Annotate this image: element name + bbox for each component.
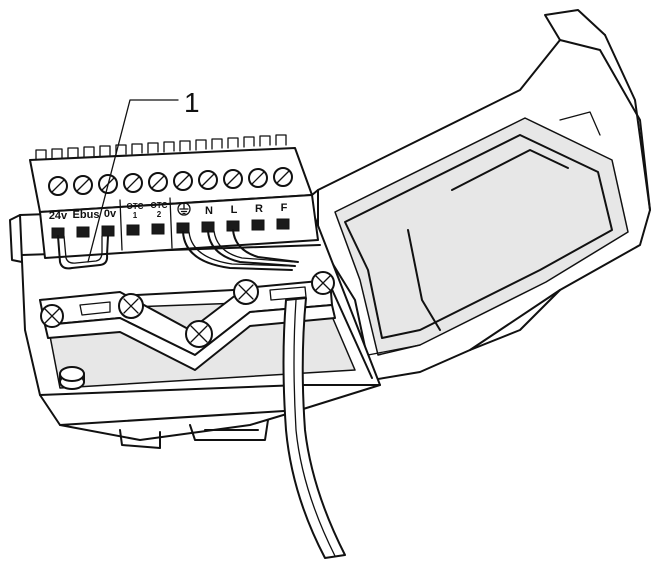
callout-number: 1 [184,87,200,118]
callout-1: 1 [87,87,200,263]
terminal-label-24v: 24v [49,210,68,222]
cable-clamp [39,271,336,371]
clamp-screws [40,271,335,348]
terminal-block: 24v Ebus 0v OTC 1 OTC 2 N L R F [29,134,319,259]
terminal-label-n: N [205,205,213,217]
terminal-label-otc1-top: OTC [127,202,144,211]
terminal-label-ebus: Ebus [73,209,100,221]
wires [57,229,299,271]
terminal-label-r: R [255,203,263,215]
earth-ground-icon [177,202,191,216]
terminal-labels: 24v Ebus 0v OTC 1 OTC 2 N L R F [49,201,288,222]
terminal-label-otc2-top: OTC [151,201,168,210]
terminal-teeth [35,134,287,161]
terminal-label-otc1-bottom: 1 [133,211,138,220]
terminal-label-otc2-bottom: 2 [157,210,162,219]
mains-cable [282,297,346,559]
terminal-label-f: F [281,202,288,214]
terminal-label-0v: 0v [104,208,117,220]
terminal-label-l: L [231,204,238,216]
